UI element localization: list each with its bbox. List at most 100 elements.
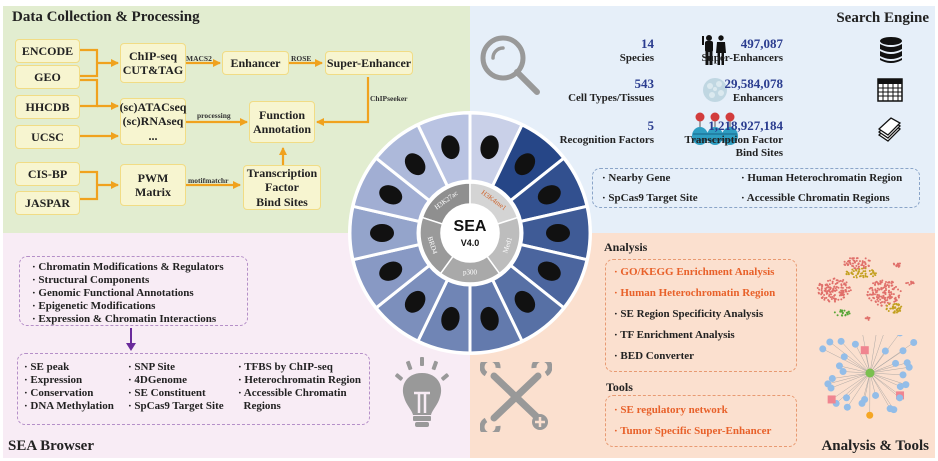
node-line: Factor: [265, 180, 299, 195]
node-line: Matrix: [135, 185, 171, 199]
analysis-item[interactable]: · BED Converter: [614, 350, 695, 362]
node-line: Transcription: [246, 165, 318, 180]
network-node: [824, 380, 832, 388]
network-hub-node: [865, 368, 875, 378]
database-icon: [880, 37, 902, 63]
network-node: [819, 345, 827, 353]
network-edge: [869, 372, 904, 376]
analysis-heading: Analysis: [604, 240, 648, 254]
stat-factors-value: 5: [647, 118, 655, 133]
zebrafish-silhouette-icon: [379, 185, 403, 205]
node-line: (sc)RNAseq: [122, 114, 184, 129]
analysis-box: [605, 259, 797, 372]
rat-silhouette-icon: [370, 224, 394, 242]
network-edge: [864, 372, 871, 400]
network-node: [827, 395, 836, 404]
analysis-item[interactable]: · GO/KEGG Enrichment Analysis: [614, 266, 775, 278]
network-node: [843, 394, 851, 402]
network-edge: [869, 367, 910, 374]
browser-tracks-box: [17, 353, 370, 425]
fish-silhouette-icon: [537, 261, 561, 281]
network-node: [828, 375, 836, 383]
frog-silhouette-icon: [480, 306, 499, 331]
network-node: [896, 394, 904, 402]
node-super-enhancer: Super-Enhancer: [325, 51, 413, 75]
network-node: [826, 338, 834, 346]
browser-track-item: · SE Constituent: [128, 387, 206, 399]
source-label: ENCODE: [21, 43, 74, 58]
tool-item[interactable]: · SE regulatory network: [614, 404, 728, 416]
node-line: ...: [148, 128, 158, 143]
node-atac-rna: (sc)ATACseq (sc)RNAseq ...: [120, 98, 186, 145]
node-line: (sc)ATACseq: [119, 99, 187, 114]
human-silhouettes-icon: [702, 35, 726, 65]
network-edge: [847, 372, 871, 408]
feature-nearby-gene: · Nearby Gene: [602, 172, 671, 184]
network-node: [860, 346, 869, 355]
node-line: PWM: [137, 170, 169, 185]
factor-label: p300: [463, 269, 478, 277]
mouse-silhouette-icon: [537, 185, 561, 205]
tsne-cluster: [843, 257, 871, 270]
browser-track-item: · TFBS by ChIP-seq: [238, 361, 333, 373]
network-edge: [869, 363, 896, 374]
network-edge: [869, 362, 908, 374]
feature-heterochromatin: · Human Heterochromatin Region: [741, 172, 903, 184]
network-edge: [831, 372, 871, 400]
network-edge: [869, 335, 877, 374]
network-node: [866, 411, 874, 419]
source-cisbp: CIS-BP: [15, 162, 80, 186]
network-edge: [869, 350, 904, 374]
browser-track-item: · SE peak: [24, 361, 70, 373]
browser-track-item: · Accessible Chromatin: [238, 387, 347, 399]
search-engine-title: Search Engine: [836, 10, 929, 26]
feature-spcas9: · SpCas9 Target Site: [602, 192, 698, 204]
node-line: ChIP-seq: [128, 48, 177, 63]
human-silhouette-icon: [480, 135, 499, 160]
tool-item[interactable]: · Tumor Specific Super-Enhancer: [614, 425, 772, 437]
browser-track-item: · Heterochromatin Region: [238, 374, 362, 386]
analysis-item[interactable]: · Human Heterochromatin Region: [614, 287, 776, 299]
tsne-cluster: [833, 309, 851, 317]
source-ucsc: UCSC: [15, 125, 80, 149]
node-enhancer: Enhancer: [222, 51, 289, 75]
network-node: [896, 383, 904, 391]
stat-tfbs-label-2: Bind Sites: [735, 147, 783, 159]
cell-cluster-icon: [703, 78, 727, 102]
edge-label-rose: ROSE: [291, 54, 312, 63]
lightbulb-icon: [395, 357, 449, 427]
factor-segment-brd4[interactable]: [419, 216, 455, 275]
network-edge: [844, 356, 871, 374]
network-node: [899, 371, 907, 379]
network-edge: [846, 372, 871, 398]
magnifier-icon: [480, 35, 540, 95]
browser-track-item: · 4DGenome: [128, 374, 187, 386]
edge-label-macs2: MACS2: [186, 54, 212, 63]
network-edge: [869, 335, 884, 374]
stat-species-label: Species: [619, 52, 654, 64]
analysis-item[interactable]: · TF Enrichment Analysis: [614, 329, 735, 341]
wheel-title: SEA: [454, 218, 487, 235]
source-geo: GEO: [15, 65, 80, 89]
network-node: [899, 347, 907, 355]
tools-heading: Tools: [606, 380, 633, 394]
network-node: [840, 353, 848, 361]
search-features-box: [592, 168, 920, 208]
analysis-item[interactable]: · SE Region Specificity Analysis: [614, 308, 764, 320]
network-node: [858, 399, 866, 407]
nucleosome-icon: [692, 112, 738, 145]
tsne-cluster: [866, 279, 902, 307]
regulatory-network-graph: [819, 335, 918, 419]
stat-celltypes-label: Cell Types/Tissues: [568, 92, 654, 104]
stack-sheets-icon: [877, 117, 902, 142]
chicken-silhouette-icon: [404, 153, 426, 176]
source-encode: ENCODE: [15, 39, 80, 63]
network-edge: [827, 372, 871, 385]
network-node: [905, 363, 913, 371]
browser-categories-box: [19, 256, 248, 326]
node-line: Annotation: [252, 122, 311, 136]
stat-species-value: 14: [641, 36, 654, 51]
sheep-silhouette-icon: [514, 290, 536, 313]
network-edge: [869, 372, 900, 398]
